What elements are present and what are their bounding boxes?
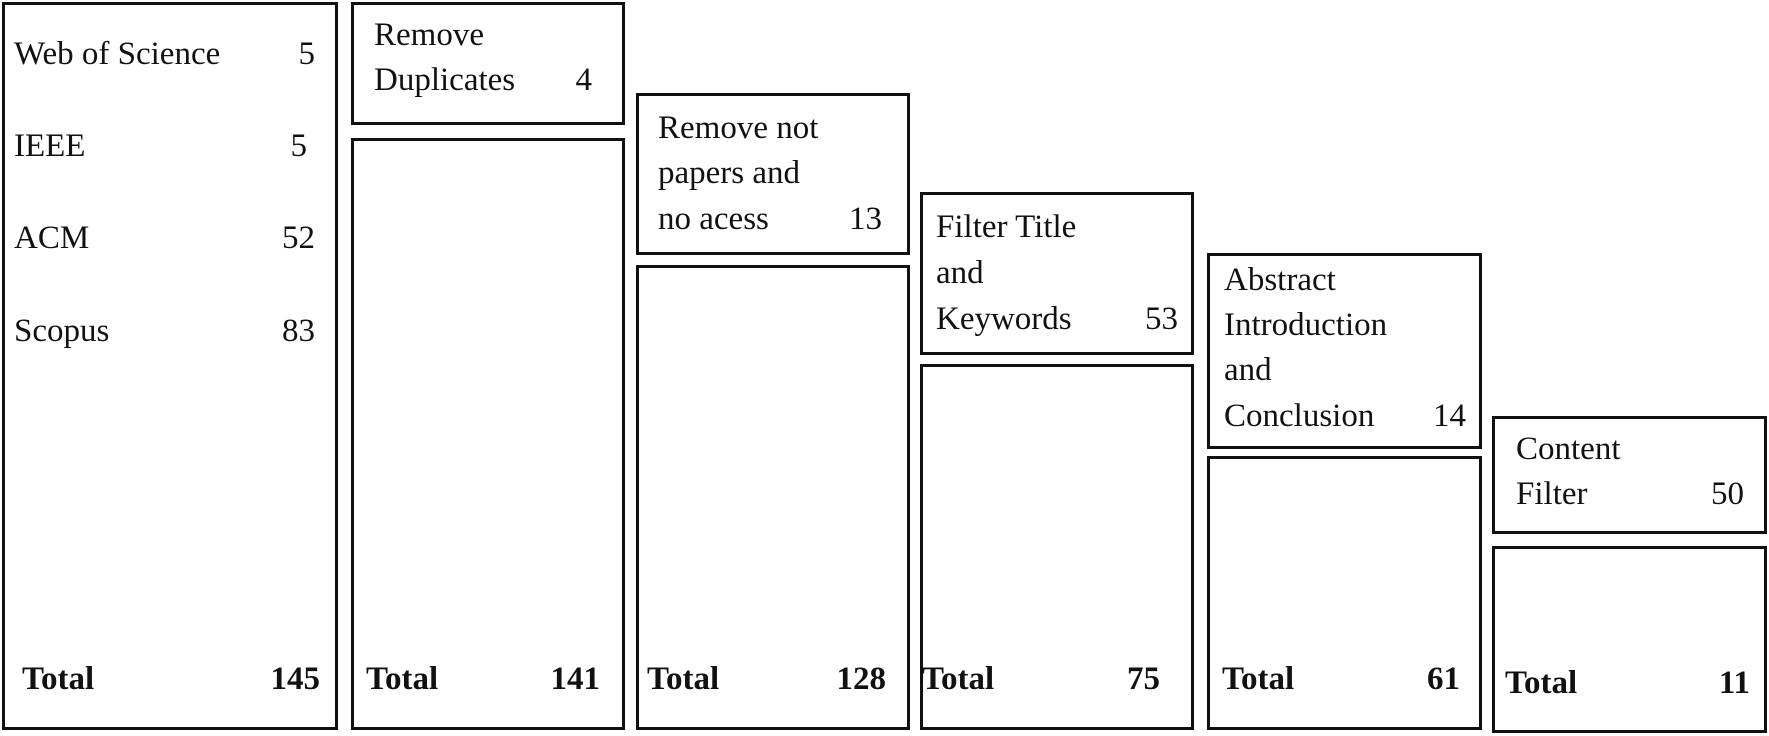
- filter-box-abstract-introduction-conclusion: [1207, 253, 1482, 449]
- total-label-stage-0: Total: [22, 661, 95, 697]
- total-value-stage-4: 61: [1427, 661, 1460, 697]
- total-value-stage-5: 11: [1718, 665, 1750, 701]
- source-count-ieee: 5: [290, 128, 308, 164]
- total-box-stage-1: [351, 138, 625, 730]
- filter-box-content-filter: [1492, 416, 1767, 534]
- filter-box-title-keywords: [920, 192, 1194, 355]
- source-name-scopus: Scopus: [14, 313, 110, 349]
- filter-label-line: Conclusion: [1224, 398, 1375, 434]
- source-count-scopus: 83: [282, 313, 315, 349]
- total-label-stage-1: Total: [366, 661, 439, 697]
- source-name-ieee: IEEE: [14, 128, 86, 164]
- filter-label-line: papers and: [658, 155, 801, 191]
- filter-label-line: Keywords: [936, 301, 1072, 337]
- filter-removed-count: 50: [1711, 476, 1744, 512]
- sources-box: [2, 2, 338, 730]
- total-label-stage-4: Total: [1222, 661, 1295, 697]
- total-value-stage-1: 141: [550, 661, 601, 697]
- total-box-stage-4: [1207, 456, 1482, 730]
- filter-label-line: and: [1224, 352, 1272, 388]
- source-name-web-of-science: Web of Science: [14, 36, 221, 72]
- filter-label-line: Introduction: [1224, 307, 1388, 343]
- filter-removed-count: 14: [1433, 398, 1466, 434]
- filter-removed-count: 53: [1145, 301, 1178, 337]
- source-count-acm: 52: [282, 220, 315, 256]
- filter-label-line: Abstract: [1224, 262, 1336, 298]
- filter-box-remove-duplicates: [351, 2, 625, 125]
- total-box-stage-3: [920, 364, 1194, 730]
- total-value-stage-3: 75: [1127, 661, 1160, 697]
- total-value-stage-2: 128: [836, 661, 887, 697]
- total-label-stage-2: Total: [647, 661, 720, 697]
- filter-removed-count: 4: [575, 62, 593, 98]
- filter-label-line: Remove not: [658, 110, 819, 146]
- filter-label-line: Duplicates: [374, 62, 516, 98]
- total-label-stage-3: Total: [922, 661, 995, 697]
- total-box-stage-2: [636, 265, 910, 730]
- source-count-web-of-science: 5: [298, 36, 316, 72]
- filter-label-line: and: [936, 255, 984, 291]
- filter-box-remove-not-papers: [636, 93, 910, 255]
- filter-label-line: Content: [1516, 431, 1621, 467]
- source-name-acm: ACM: [14, 220, 90, 256]
- total-label-stage-5: Total: [1505, 665, 1578, 701]
- filter-label-line: Filter: [1516, 476, 1588, 512]
- filter-removed-count: 13: [849, 201, 882, 237]
- total-value-stage-0: 145: [270, 661, 321, 697]
- filter-label-line: Filter Title: [936, 209, 1077, 245]
- total-box-stage-5: [1492, 546, 1767, 733]
- filter-label-line: no acess: [658, 201, 769, 237]
- filter-label-line: Remove: [374, 17, 484, 53]
